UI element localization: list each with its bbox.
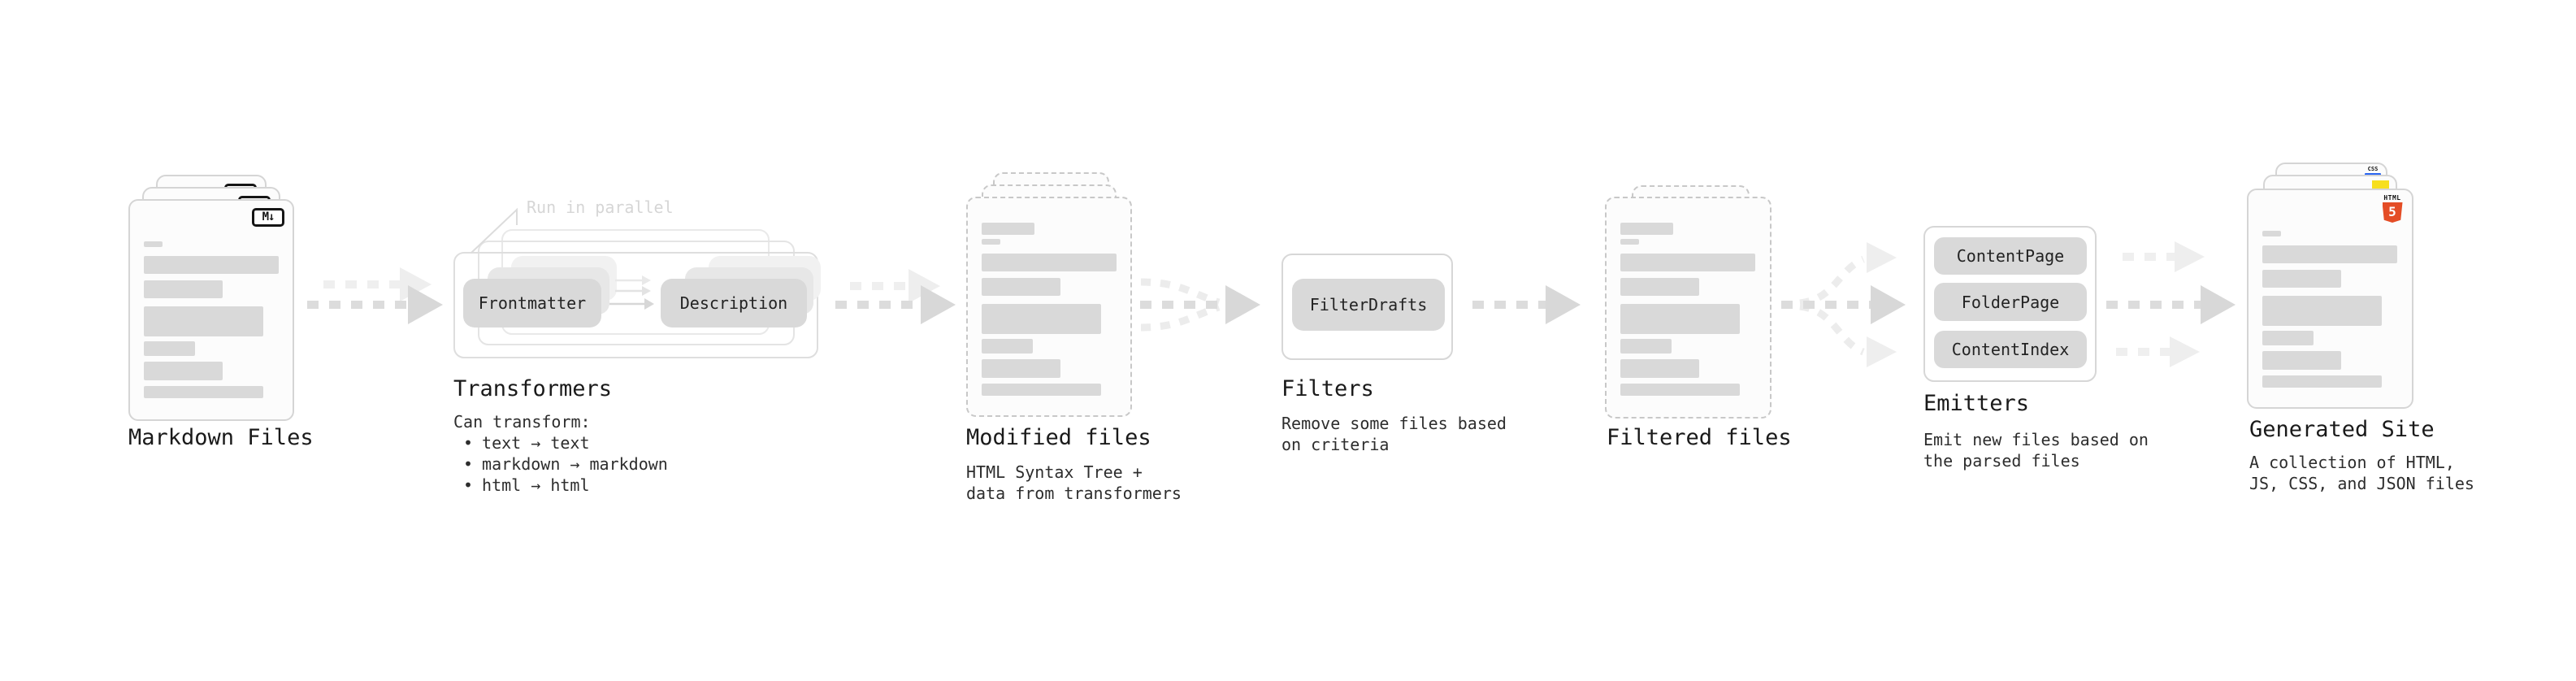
emitter-chip-folderpage: FolderPage	[1934, 283, 2087, 321]
doc-bar	[2262, 296, 2382, 326]
flow-arrow-transformers-to-modified	[835, 269, 956, 324]
chip-label: ContentPage	[1956, 246, 2065, 266]
doc-bar	[2262, 331, 2314, 345]
doc-bar	[1620, 239, 1639, 245]
html5-icon: HTML 5	[2380, 194, 2405, 223]
doc-bar	[144, 256, 279, 274]
description-line: on criteria	[1281, 435, 1390, 454]
doc-bar	[982, 384, 1101, 396]
flow-arrow-modified-to-filters	[1140, 278, 1260, 332]
doc-bar	[1620, 304, 1740, 334]
transformer-chip-description: Description	[661, 279, 807, 327]
stage-label-filtered-files: Filtered files	[1607, 425, 1792, 450]
doc-bar	[982, 239, 1000, 245]
css-file-icon: CSS	[2365, 167, 2381, 176]
markdown-icon: M↓	[252, 208, 284, 227]
doc-bar	[2262, 375, 2382, 388]
filter-chip-filterdrafts: FilterDrafts	[1292, 279, 1445, 331]
doc-bar	[144, 386, 263, 398]
chip-label: ContentIndex	[1951, 340, 2070, 359]
transformers-description: Can transform: • text → text • markdown → …	[453, 411, 668, 496]
stage-title-transformers: Transformers	[453, 376, 613, 401]
doc-bar	[2262, 245, 2397, 263]
description-line: the parsed files	[1923, 451, 2080, 471]
doc-bar	[2262, 231, 2281, 236]
bullet-text: text → text	[482, 433, 590, 453]
description-line: Emit new files based on	[1923, 430, 2149, 449]
doc-bar	[1620, 278, 1699, 296]
bullet-text: html → html	[482, 475, 590, 495]
description-line: HTML Syntax Tree +	[966, 462, 1143, 482]
transform-bullet: • text → text	[453, 432, 668, 453]
doc-bar	[982, 223, 1034, 235]
chip-label: FilterDrafts	[1309, 295, 1428, 314]
doc-bar	[1620, 339, 1672, 354]
run-in-parallel-annotation: Run in parallel	[527, 197, 674, 217]
chip-label: Frontmatter	[478, 293, 587, 313]
doc-bar	[982, 278, 1060, 296]
stage-label-generated-site: Generated Site	[2249, 417, 2435, 442]
flow-arrow-filtered-to-emitters	[1781, 242, 1906, 367]
filters-frame	[1281, 254, 1453, 360]
stage-title-emitters: Emitters	[1923, 391, 2030, 416]
emitters-frame	[1923, 226, 2097, 382]
doc-bar	[1620, 359, 1699, 378]
flow-arrow-filters-to-filtered	[1472, 285, 1581, 324]
description-line: Remove some files based	[1281, 414, 1507, 433]
description-line: JS, CSS, and JSON files	[2249, 474, 2474, 493]
chip-label: Description	[679, 293, 788, 313]
transformer-frame-front	[453, 252, 818, 358]
bullet-dot: •	[463, 475, 474, 495]
bullet-text: markdown → markdown	[482, 454, 668, 474]
document-page: HTML 5	[2247, 189, 2413, 409]
doc-bar	[144, 341, 195, 356]
css-underline	[2365, 173, 2381, 176]
doc-bar	[2262, 351, 2341, 370]
doc-bar	[144, 306, 263, 336]
document-page: M↓	[128, 199, 294, 421]
flow-arrow-emitters-to-site	[2106, 241, 2236, 367]
description-line: data from transformers	[966, 484, 1182, 503]
transform-bullet: • markdown → markdown	[453, 453, 668, 475]
js-file-icon	[2372, 180, 2389, 191]
document-page-dashed	[1605, 197, 1772, 419]
doc-bar	[144, 241, 163, 247]
bullet-dot: •	[463, 433, 474, 453]
html5-word: HTML	[2383, 194, 2401, 202]
doc-bar	[982, 359, 1060, 378]
emitters-description: Emit new files based on the parsed files	[1923, 429, 2149, 471]
doc-bar	[144, 280, 223, 298]
stage-label-markdown-files: Markdown Files	[128, 425, 314, 450]
doc-bar	[1620, 254, 1755, 271]
css-label: CSS	[2367, 166, 2379, 172]
document-page-dashed	[966, 197, 1132, 417]
generated-site-description: A collection of HTML, JS, CSS, and JSON …	[2249, 452, 2474, 494]
flow-arrow-markdown-to-transformers	[307, 267, 443, 324]
doc-bar	[982, 304, 1101, 334]
doc-bar	[982, 254, 1117, 271]
emitter-chip-contentpage: ContentPage	[1934, 237, 2087, 275]
chip-label: FolderPage	[1961, 292, 2060, 312]
doc-bar	[982, 339, 1033, 354]
html5-shield: 5	[2382, 202, 2403, 223]
bullet-dot: •	[463, 454, 474, 474]
modified-files-description: HTML Syntax Tree + data from transformer…	[966, 462, 1182, 504]
doc-bar	[1620, 223, 1673, 235]
stage-title-filters: Filters	[1281, 376, 1374, 401]
transform-bullet: • html → html	[453, 475, 668, 496]
stage-label-modified-files: Modified files	[966, 425, 1151, 450]
filters-description: Remove some files based on criteria	[1281, 413, 1507, 455]
doc-bar	[2262, 270, 2341, 288]
description-line: Can transform:	[453, 412, 591, 432]
transformer-chip-frontmatter: Frontmatter	[463, 279, 601, 327]
doc-bar	[144, 362, 223, 380]
emitter-chip-contentindex: ContentIndex	[1934, 331, 2087, 368]
doc-bar	[1620, 384, 1740, 396]
description-line: A collection of HTML,	[2249, 453, 2455, 472]
